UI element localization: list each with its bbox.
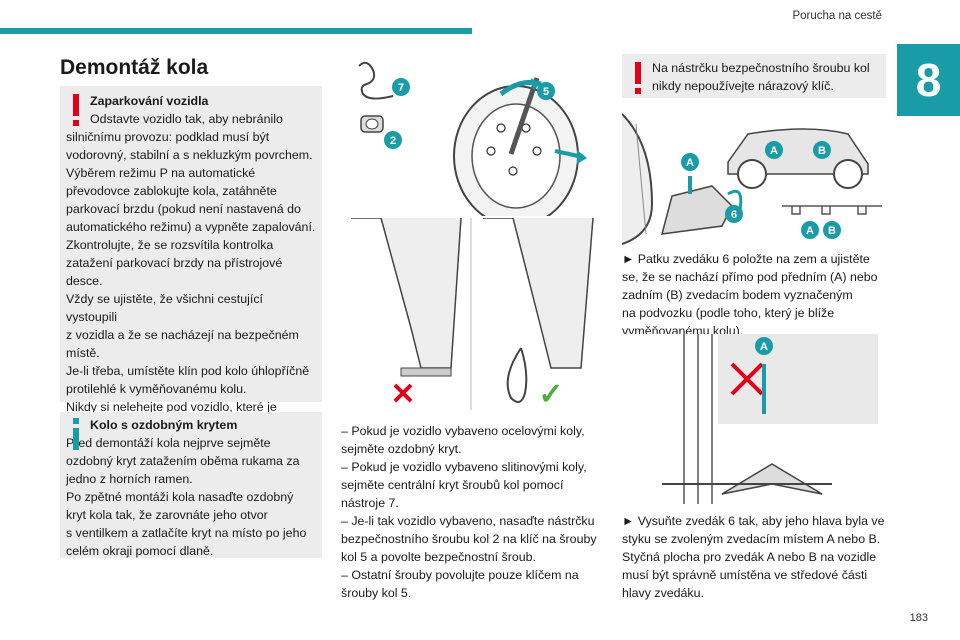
info-heading: Kolo s ozdobným krytem (90, 418, 238, 432)
text-line: Po zpětné montáži kola nasaďte ozdobný (66, 490, 294, 504)
text-line: na podvozku (podle toho, který je blíže (622, 306, 835, 320)
warning-body: silničnímu provozu: podklad musí být vodo… (66, 128, 316, 452)
text-line: – Ostatní šrouby povolujte pouze klíčem … (341, 568, 579, 582)
warning2-line-2: nikdy nepoužívejte nárazový klíč. (652, 79, 834, 93)
text-line: automatického režimu) a vypněte zapalová… (66, 220, 316, 234)
text-line: s ventilkem a zatlačíte kryt na místo po… (66, 526, 307, 540)
text-line: se, že se nachází přímo pod předním (A) … (622, 270, 878, 284)
label-a1: A (686, 157, 694, 169)
wrong-icon: ✕ (390, 378, 415, 410)
text-line: – Je-li tak vozidlo vybaveno, nasaďte ná… (341, 514, 595, 528)
label-2: 2 (390, 135, 396, 147)
figure-jack-contact: A (622, 334, 884, 504)
figure-jack-points: A 6 A B A B (622, 113, 882, 245)
text-line: kryt kola tak, že zarovnáte jeho otvor (66, 508, 268, 522)
text-line: styku se zvoleným zvedacím místem A nebo… (622, 532, 881, 546)
text-line: šrouby kol 5. (341, 586, 412, 600)
text-line: místě. (66, 346, 100, 360)
warning-first-line: Odstavte vozidlo tak, aby nebránilo (90, 112, 283, 126)
warning-exclamation-icon (73, 94, 79, 126)
text-line: protilehlé k vyměňovanému kolu. (66, 382, 247, 396)
text-line: Před demontáží kola nejprve sejměte (66, 436, 271, 450)
label-a4: A (760, 341, 768, 353)
info-icon (73, 418, 79, 450)
text-line: zatažení parkovací brzdy na přístrojové (66, 256, 283, 270)
text-line: Je-li třeba, umístěte klín pod kolo úhlo… (66, 364, 310, 378)
label-b2: B (828, 225, 836, 237)
text-line: zadním (B) zvedacím bodem vyznačeným (622, 288, 853, 302)
text-line: kol 5 a povolte bezpečnostní šroub. (341, 550, 536, 564)
header-accent-bar (0, 28, 472, 34)
label-a2: A (770, 145, 778, 157)
text-line: ► Vysuňte zvedák 6 tak, aby jeho hlava b… (622, 514, 885, 528)
column3-instructions-b: ► Vysuňte zvedák 6 tak, aby jeho hlava b… (622, 512, 892, 602)
text-line: – Pokud je vozidlo vybaveno slitinovými … (341, 460, 587, 474)
warning-notice-parking: Zaparkování vozidla Odstavte vozidlo tak… (60, 86, 322, 450)
info-notice-hubcap: Kolo s ozdobným krytem Před demontáží ko… (60, 412, 322, 558)
text-line: Nikdy si nelehejte pod vozidlo, které je (66, 400, 277, 414)
text-line: ► Patku zvedáku 6 položte na zem a ujist… (622, 252, 870, 266)
text-line: – Pokud je vozidlo vybaveno ocelovými ko… (341, 424, 585, 438)
text-line: parkovací brzdu (pokud není nastavená do (66, 202, 301, 216)
label-5: 5 (543, 86, 549, 98)
text-line: hlavy zvedáku. (622, 586, 704, 600)
chapter-tab: 8 (897, 44, 960, 116)
figure-wheel-bolts: 7 2 5 (358, 61, 587, 216)
text-line: bezpečnostního šroubu kol 2 na klíč na š… (341, 532, 597, 546)
text-line: převodovce zablokujte kola, zatáhněte (66, 184, 277, 198)
text-line: Zkontrolujte, že se rozsvítila kontrolka (66, 238, 274, 252)
text-line: musí být správně umístěna ve středové čá… (622, 568, 868, 582)
text-line: jedno z horních ramen. (66, 472, 193, 486)
text-line: silničnímu provozu: podklad musí být (66, 130, 270, 144)
column3-instructions-a: ► Patku zvedáku 6 položte na zem a ujist… (622, 250, 892, 340)
text-line: Vždy se ujistěte, že všichni cestující v… (66, 292, 263, 324)
warning-exclamation-icon (635, 62, 641, 94)
figure-jack-correct-incorrect: ✕ ✓ (341, 218, 603, 410)
text-line: Výběrem režimu P na automatické (66, 166, 256, 180)
label-7: 7 (398, 82, 404, 94)
header-title: Porucha na cestě (792, 10, 882, 22)
right-icon: ✓ (538, 378, 563, 410)
text-line: sejměte ozdobný kryt. (341, 442, 462, 456)
label-a3: A (806, 225, 814, 237)
page-title: Demontáž kola (60, 56, 209, 79)
text-line: Styčná plocha pro zvedák A nebo B na voz… (622, 550, 877, 564)
label-b1: B (818, 145, 826, 157)
warning-notice-impact-wrench: Na nástrčku bezpečnostního šroubu kol ni… (622, 54, 886, 98)
page-number: 183 (909, 612, 928, 624)
column2-instructions: – Pokud je vozidlo vybaveno ocelovými ko… (341, 422, 601, 602)
text-line: celém okraji pomocí dlaně. (66, 544, 214, 558)
warning2-line-1: Na nástrčku bezpečnostního šroubu kol (652, 61, 870, 75)
label-6: 6 (731, 209, 737, 221)
text-line: sejměte centrální kryt šroubů kol pomocí (341, 478, 564, 492)
text-line: desce. (66, 274, 103, 288)
info-body: Před demontáží kola nejprve sejměte ozdob… (66, 434, 316, 560)
text-line: nástroje 7. (341, 496, 399, 510)
text-line: vodorovný, stabilní a s nekluzkým povrch… (66, 148, 313, 162)
warning-heading: Zaparkování vozidla (90, 94, 209, 108)
text-line: ozdobný kryt zatažením oběma rukama za (66, 454, 300, 468)
text-line: z vozidla a že se nacházejí na bezpečném (66, 328, 299, 342)
